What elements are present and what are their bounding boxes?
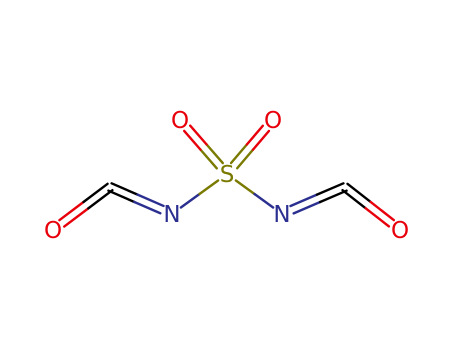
bond-c2-o4-b	[346, 182, 372, 204]
bond-s-o3-a	[235, 148, 255, 170]
bond-n2-c2-b	[289, 193, 319, 208]
atom-n-right: N	[273, 202, 290, 228]
bond-n2-c2-a	[318, 189, 348, 204]
bond-c1-n1-b	[110, 182, 139, 196]
bond-s-o2-a	[205, 143, 224, 165]
bond-c2-o4-a	[341, 188, 367, 210]
bond-c2-o4-b	[369, 200, 395, 222]
bond-s-o3-b	[229, 143, 249, 165]
bond-s-o2-b	[199, 148, 218, 170]
bond-layer	[58, 124, 395, 228]
bond-s-o2-b	[183, 129, 202, 151]
bond-o1-c1-b	[58, 200, 85, 222]
bond-s-n2	[234, 179, 256, 196]
atom-s-center: S	[220, 162, 235, 188]
atom-n-left: N	[163, 202, 180, 228]
bond-s-o3-a	[251, 129, 271, 151]
bond-s-o3-b	[245, 124, 265, 146]
atom-o-left: O	[44, 218, 62, 244]
bond-n1-s	[179, 192, 201, 209]
bond-n1-s	[198, 179, 220, 196]
atom-o-right: O	[391, 218, 409, 244]
bond-o1-c1-b	[82, 182, 109, 204]
atom-o-top-right: O	[264, 108, 282, 134]
bond-s-o2-a	[189, 124, 208, 146]
bond-n2-c2-b	[315, 182, 345, 196]
bond-c1-n1-a	[133, 200, 162, 215]
bond-o1-c1-a	[62, 207, 90, 228]
bond-s-n2	[253, 192, 275, 209]
bond-c1-n1-b	[136, 193, 165, 208]
bond-n2-c2-a	[292, 200, 322, 215]
atom-o-top-left: O	[171, 108, 189, 134]
bond-o1-c1-a	[87, 188, 114, 210]
bond-c2-o4-a	[364, 207, 391, 228]
bond-c1-n1-a	[107, 189, 136, 204]
